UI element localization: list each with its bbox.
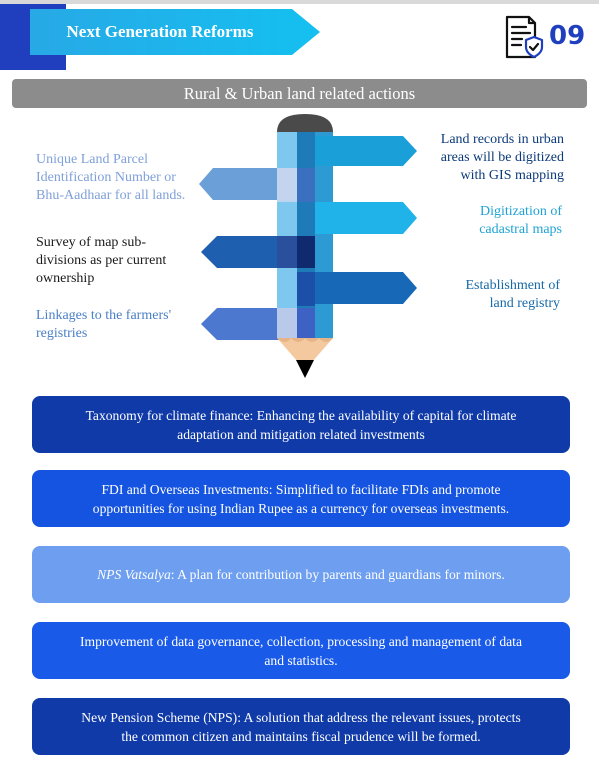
reform-box-line: Taxonomy for climate finance: Enhancing … bbox=[85, 407, 517, 423]
page-title: Next Generation Reforms bbox=[66, 22, 254, 41]
reform-box-nps: New Pension Scheme (NPS): A solution tha… bbox=[32, 698, 570, 755]
top-rule bbox=[0, 0, 599, 4]
reform-box-nps-vatsalya: NPS Vatsalya: A plan for contribution by… bbox=[32, 546, 570, 603]
page-number: 09 bbox=[549, 21, 586, 51]
left-item-1: Unique Land Parcel Identification Number… bbox=[36, 152, 186, 203]
reform-box-climate-finance: Taxonomy for climate finance: Enhancing … bbox=[32, 396, 570, 453]
reform-box-line: New Pension Scheme (NPS): A solution tha… bbox=[81, 709, 521, 725]
title-banner: Next Generation Reforms bbox=[30, 9, 320, 55]
reform-box-line: Improvement of data governance, collecti… bbox=[79, 633, 522, 649]
pencil-eraser bbox=[277, 114, 333, 132]
right-item-2: Digitization of cadastral maps bbox=[479, 204, 562, 237]
right-arrow-2 bbox=[315, 202, 417, 234]
left-item-3: Linkages to the farmers' registries bbox=[36, 308, 172, 341]
left-item-2: Survey of map sub-divisions as per curre… bbox=[36, 235, 167, 286]
reform-box-data-governance: Improvement of data governance, collecti… bbox=[32, 622, 570, 679]
right-item-3: Establishment of land registry bbox=[465, 278, 561, 311]
pencil-lead bbox=[296, 360, 314, 378]
reform-box-line: opportunities for using Indian Rupee as … bbox=[92, 500, 510, 516]
reform-box-line: and statistics. bbox=[264, 652, 338, 668]
nps-vatsalya-label: NPS Vatsalya bbox=[97, 567, 171, 582]
reform-box-line: adaptation and mitigation related invest… bbox=[177, 426, 425, 442]
reform-box-fdi: FDI and Overseas Investments: Simplified… bbox=[32, 470, 570, 527]
document-shield-icon bbox=[505, 15, 544, 59]
title-banner-shape bbox=[30, 9, 320, 55]
reform-box-line: the common citizen and maintains fiscal … bbox=[121, 728, 481, 744]
reform-box-line: : A plan for contribution by parents and… bbox=[170, 567, 505, 582]
right-arrow-3 bbox=[315, 272, 417, 304]
reform-box-line: FDI and Overseas Investments: Simplified… bbox=[101, 481, 501, 497]
pencil-tip-wood bbox=[277, 338, 333, 370]
pencil-infographic bbox=[199, 114, 417, 378]
right-arrow-1 bbox=[315, 136, 417, 166]
right-item-1: Land records in urban areas will be digi… bbox=[440, 132, 564, 183]
section-title: Rural & Urban land related actions bbox=[12, 79, 587, 108]
